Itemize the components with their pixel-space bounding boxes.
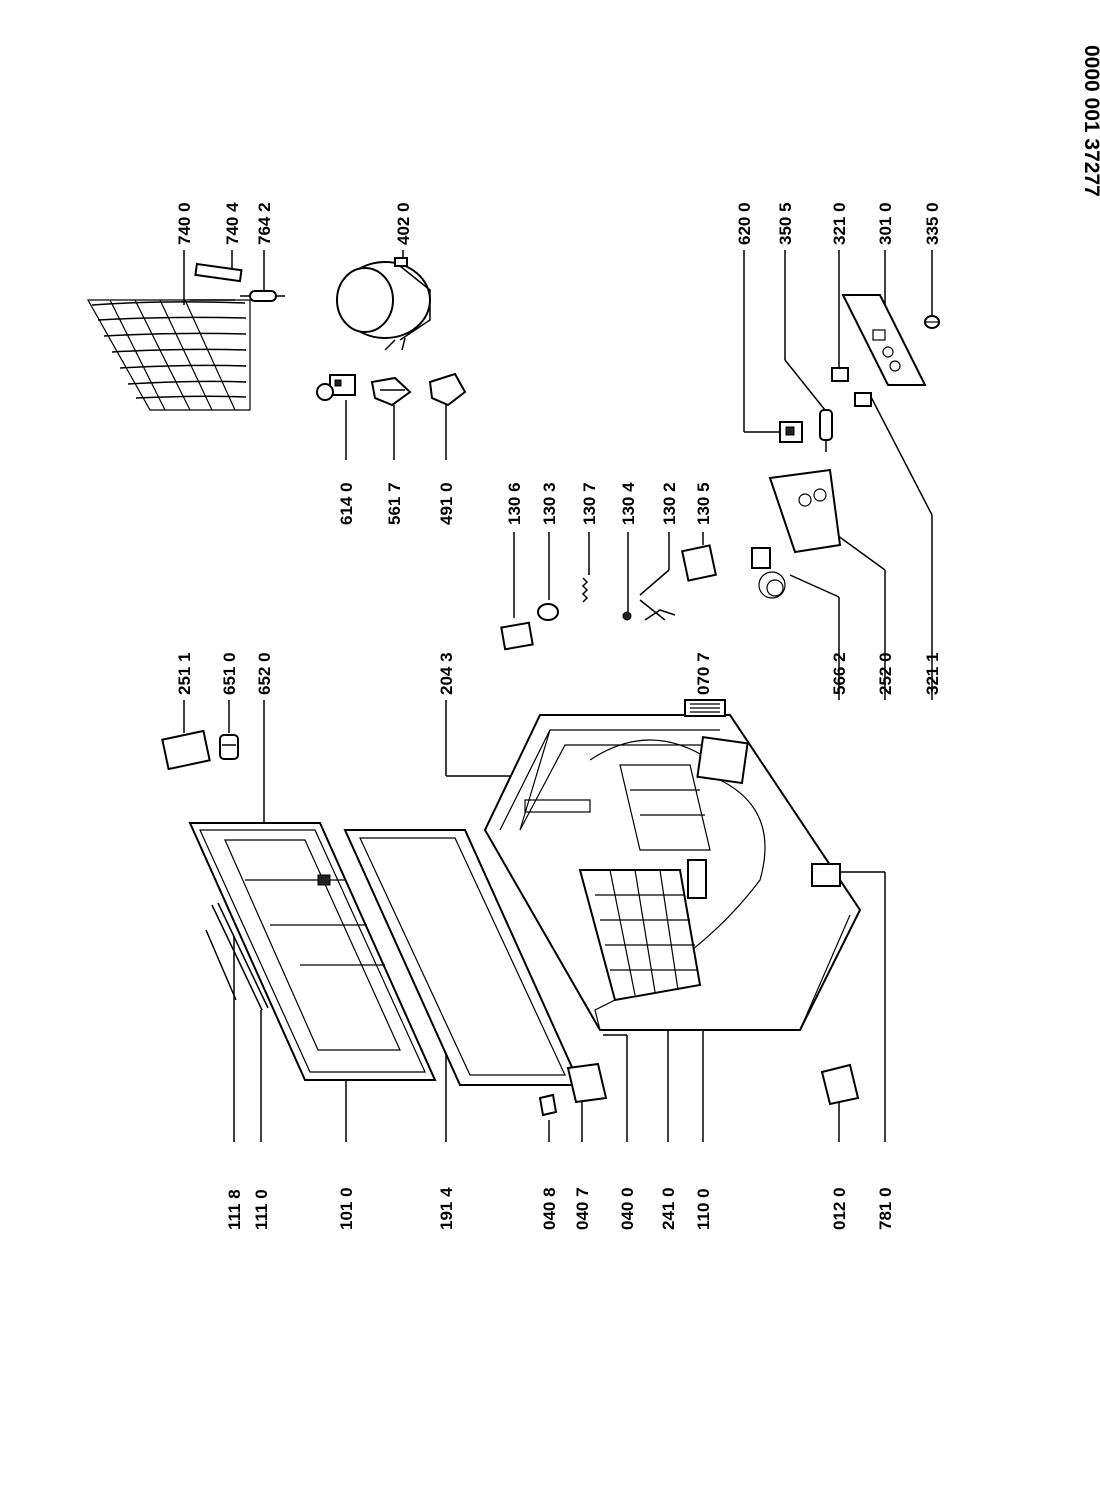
hinge-130-6-part [500,621,534,651]
label-row-small-parts: 130 6 130 3 130 7 130 4 130 2 130 5 [505,482,713,525]
label-row-compressor-parts: 614 0 561 7 491 0 [337,482,456,525]
handle-part [205,902,269,1011]
document-number: 0000 001 37277 [1080,45,1100,197]
label-764-2: 764 2 [255,202,274,245]
label-402-0: 402 0 [394,202,413,245]
grille-070-7-part [684,699,726,717]
label-740-4: 740 4 [223,202,242,245]
label-111-8: 111 8 [225,1189,244,1230]
pin-130-4-part [622,611,632,621]
bracket-561-7-part [370,376,412,407]
thermostat-566-2-part [751,547,786,599]
basket-part [578,869,702,1002]
label-040-7: 040 7 [573,1187,592,1230]
label-130-5: 130 5 [694,482,713,525]
lamp-holder-651-0-part [219,734,239,760]
cover-491-0-part [428,372,467,407]
relay-part [316,374,356,401]
label-040-8: 040 8 [540,1187,559,1230]
part-040-7 [566,1062,608,1104]
label-110-0: 110 0 [694,1188,713,1230]
label-130-4: 130 4 [619,482,638,525]
control-box-252-0-part [768,468,842,554]
switch-620-0-part [779,421,803,443]
part-321-0 [831,367,849,382]
part-040-8 [538,1093,558,1117]
label-335-0: 335 0 [923,202,942,245]
part-110-0 [687,859,707,899]
part-321-1 [854,392,872,407]
bracket-130-5-part [681,544,717,582]
condenser-coil-part [86,299,251,411]
label-652-0: 652 0 [255,652,274,695]
label-row-top: 740 0 740 4 764 2 402 0 620 0 350 5 321 … [175,202,942,245]
label-070-7: 070 7 [694,652,713,695]
label-204-3: 204 3 [437,652,456,695]
label-301-0: 301 0 [876,202,895,245]
label-491-0: 491 0 [437,482,456,525]
label-251-1: 251 1 [175,652,194,695]
compressor-part [336,257,431,351]
label-012-0: 012 0 [830,1187,849,1230]
door-lid-part [188,822,437,1081]
part-251-1 [161,729,211,771]
label-321-0: 321 0 [830,202,849,245]
label-561-7: 561 7 [385,482,404,525]
lamp-350-5-part [819,409,833,452]
spring-130-7-part [581,577,589,603]
label-620-0: 620 0 [735,202,754,245]
label-191-4: 191 4 [437,1187,456,1230]
filter-drier-part [240,290,285,302]
label-614-0: 614 0 [337,482,356,525]
label-781-0: 781 0 [876,1187,895,1230]
label-740-0: 740 0 [175,202,194,245]
label-241-0: 241 0 [659,1187,678,1230]
label-row-middle: 251 1 651 0 652 0 204 3 070 7 566 2 252 … [175,652,942,695]
leaders-compressor-parts [345,400,447,460]
label-130-7: 130 7 [580,482,599,525]
control-panel-301-0-part [841,294,927,386]
part-012-0 [820,1063,860,1106]
leaders-top [183,250,933,433]
lever-130-2-part [639,599,676,621]
hinge-130-3-part [537,603,559,621]
knob-335-0-part [924,315,940,329]
label-row-left: 111 8 111 0 101 0 191 4 040 8 040 7 040 … [225,1187,895,1230]
label-101-0: 101 0 [337,1187,356,1230]
label-651-0: 651 0 [220,652,239,695]
label-130-3: 130 3 [540,482,559,525]
label-130-2: 130 2 [660,482,679,525]
label-040-0: 040 0 [618,1187,637,1230]
label-350-5: 350 5 [776,202,795,245]
clip-740-4-part [194,262,243,283]
label-130-6: 130 6 [505,482,524,525]
leaders-small-parts [513,532,704,618]
label-111-0: 111 0 [252,1189,271,1230]
